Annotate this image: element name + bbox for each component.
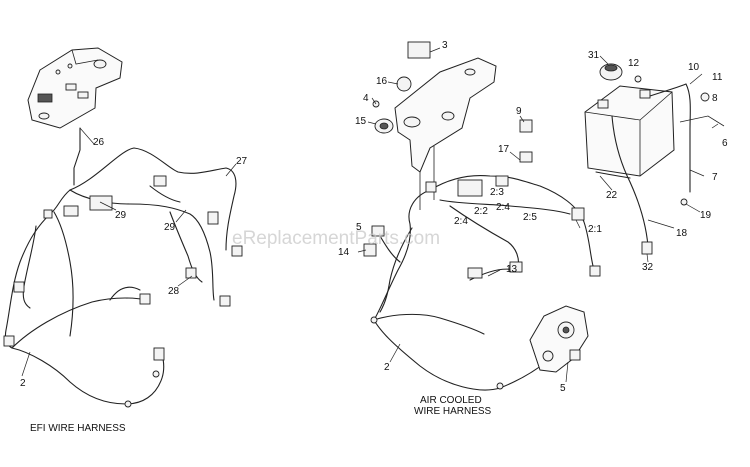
callout-17: 17 [498, 144, 510, 155]
ignition-switch-assembly [529, 305, 589, 373]
callout-6: 6 [722, 138, 728, 149]
callout-29-left: 29 [115, 210, 127, 221]
callout-2-efi: 2 [20, 378, 26, 389]
callout-31: 31 [588, 50, 600, 61]
callout-26: 26 [93, 137, 105, 148]
air-cooled-dash-panel [372, 41, 533, 210]
callout-8: 8 [712, 93, 718, 104]
callout-29-right: 29 [164, 222, 176, 233]
callout-4: 4 [363, 93, 369, 104]
callout-11: 11 [712, 72, 723, 83]
callout-numbers: 26 27 29 29 28 2 3 16 4 15 9 17 2:3 2:2 … [20, 40, 728, 394]
callout-16: 16 [376, 76, 388, 87]
battery-cables [595, 83, 725, 255]
callout-22-battery: 22 [606, 190, 618, 201]
callout-7: 7 [712, 172, 718, 183]
callout-18: 18 [676, 228, 688, 239]
callout-22: 2:2 [474, 206, 488, 217]
efi-harness-2 [3, 127, 243, 408]
callout-5-top: 5 [356, 222, 362, 233]
callout-5-bottom: 5 [560, 383, 566, 394]
callout-24-left: 2:4 [454, 216, 468, 227]
callout-23: 2:3 [490, 187, 504, 198]
callout-9: 9 [516, 106, 522, 117]
caption-efi-wire-harness: EFI WIRE HARNESS [30, 423, 126, 434]
watermark: eReplacementParts.com [232, 228, 440, 249]
callout-27: 27 [236, 156, 248, 167]
callout-10: 10 [688, 62, 700, 73]
callout-24-right: 2:4 [496, 202, 510, 213]
air-cooled-harness-2 [363, 151, 601, 391]
callout-19: 19 [700, 210, 712, 221]
callout-12: 12 [628, 58, 640, 69]
efi-dash-panel [27, 47, 123, 129]
callout-32: 32 [642, 262, 654, 273]
callout-28: 28 [168, 286, 180, 297]
leader-lines [21, 47, 719, 383]
caption-air-cooled-line2: WIRE HARNESS [414, 406, 492, 417]
callout-14: 14 [338, 247, 350, 258]
callout-2-air: 2 [384, 362, 390, 373]
callout-13: 13 [506, 264, 518, 275]
callout-3: 3 [442, 40, 448, 51]
caption-air-cooled-line1: AIR COOLED [420, 395, 482, 406]
callout-15: 15 [355, 116, 367, 127]
callout-21: 2:1 [588, 224, 602, 235]
callout-25: 2:5 [523, 212, 537, 223]
battery-assembly [584, 63, 710, 177]
